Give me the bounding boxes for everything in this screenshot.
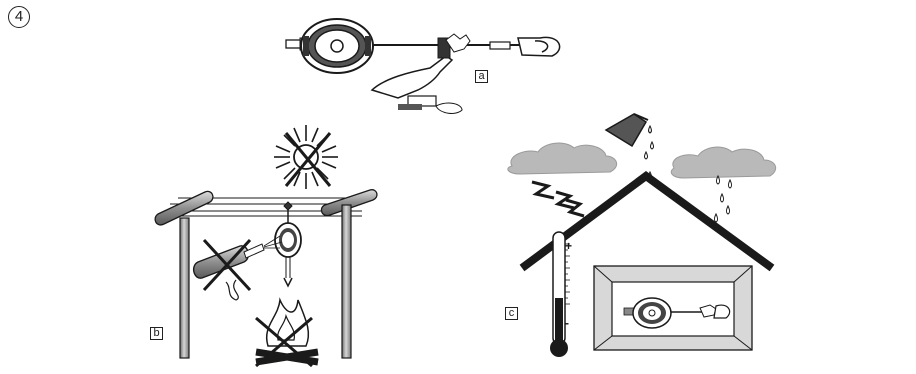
panel-label-c: c — [505, 307, 518, 320]
panel-a-cleaning-scene — [285, 18, 561, 114]
pouring-liquid-icon — [604, 113, 654, 180]
sun-forbidden-icon — [274, 125, 338, 189]
panel-b-storage-hazards — [154, 125, 378, 368]
panel-label-b: b — [150, 327, 163, 340]
snap-hook-icon — [489, 36, 561, 57]
fall-arrester-device-icon — [300, 18, 374, 74]
stored-device-icon — [623, 297, 731, 329]
panel-label-a: a — [475, 70, 488, 83]
storage-rack — [154, 189, 378, 359]
thermometer-minus-label: - — [565, 316, 569, 330]
hand-icon — [370, 33, 471, 99]
thermometer-plus-label: + — [565, 239, 573, 253]
panel-c-indoor-storage — [507, 113, 777, 357]
cloud-left-icon — [507, 142, 618, 175]
step-number: 4 — [8, 6, 30, 28]
lightning-icon — [531, 180, 585, 218]
cleaning-kit-icon — [398, 95, 463, 114]
spray-can-forbidden-icon — [192, 235, 283, 301]
fire-forbidden-icon — [255, 297, 319, 368]
thermometer-icon — [550, 231, 570, 357]
cloud-right-icon — [670, 146, 777, 179]
hanging-device-icon — [274, 201, 302, 288]
rain-drops-icon — [714, 174, 732, 223]
